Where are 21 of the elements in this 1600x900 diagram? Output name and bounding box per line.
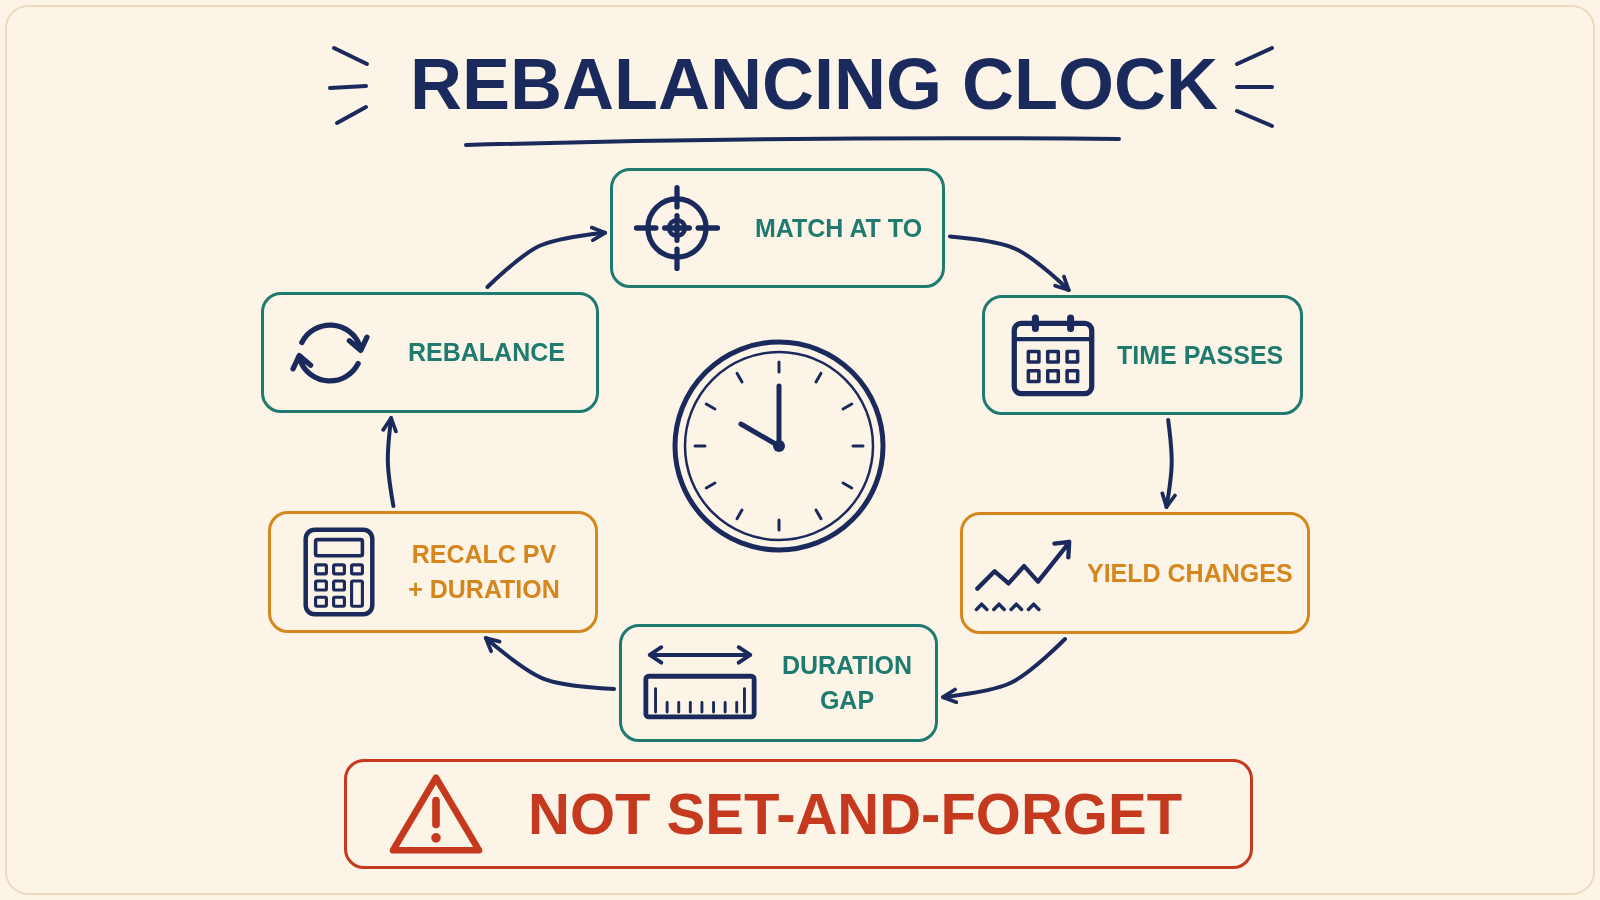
step-label: REBALANCE	[408, 337, 565, 368]
step-label: RECALC PV + DURATION	[407, 539, 561, 605]
process-box	[619, 624, 938, 742]
step-label: YIELD CHANGES	[1087, 557, 1293, 589]
process-box	[610, 168, 945, 288]
process-box	[268, 511, 598, 633]
arrow	[485, 225, 607, 289]
arrow	[483, 636, 616, 691]
arrow	[941, 637, 1067, 705]
warning-text: NOT SET-AND-FORGET	[528, 780, 1183, 849]
arrow	[1160, 418, 1177, 509]
arrow	[948, 234, 1071, 292]
step-label: MATCH AT TO	[755, 212, 923, 244]
step-label: TIME PASSES	[1117, 339, 1284, 371]
process-box	[982, 295, 1303, 415]
warning-banner	[344, 759, 1253, 869]
process-box	[261, 292, 599, 413]
arrow	[381, 416, 398, 508]
step-label: DURATION GAP	[780, 650, 914, 716]
process-box	[960, 512, 1310, 634]
title: REBALANCING CLOCK	[410, 48, 1218, 120]
